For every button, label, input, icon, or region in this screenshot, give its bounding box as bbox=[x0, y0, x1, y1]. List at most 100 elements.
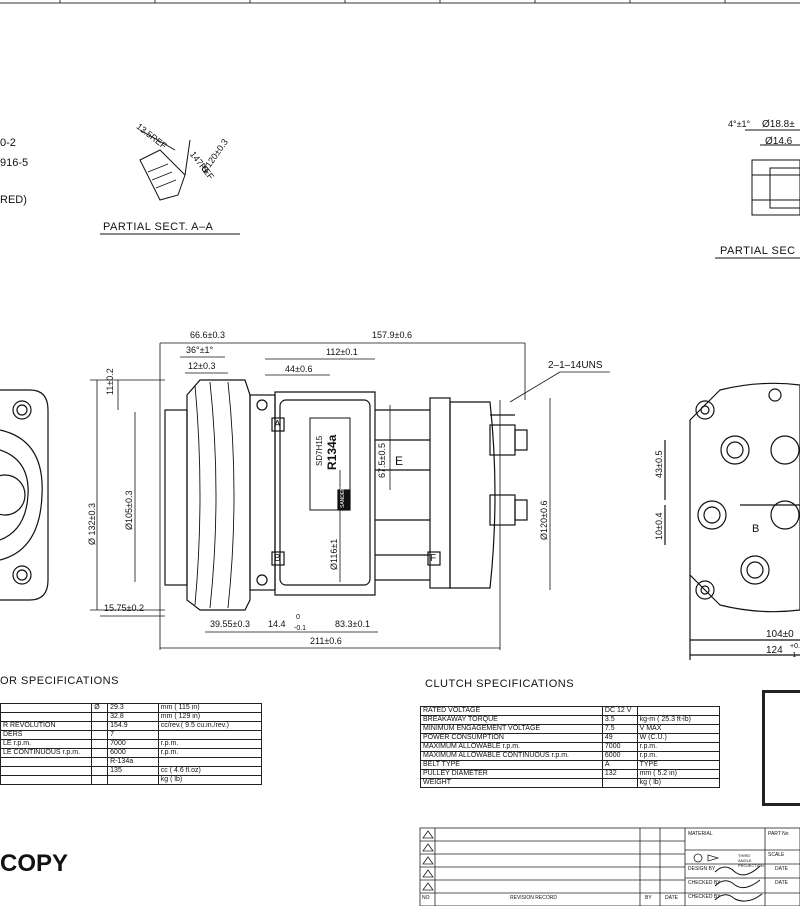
dim-67-5: 67.5±0.5 bbox=[377, 443, 387, 478]
label-refrigerant: R134a bbox=[325, 434, 339, 470]
table-cell: A bbox=[601, 760, 638, 770]
dim-112: 112±0.1 bbox=[326, 347, 358, 357]
left-note-1: 0-2 bbox=[0, 137, 16, 149]
dim-12: 12±0.3 bbox=[188, 361, 216, 371]
table-cell: TYPE bbox=[636, 760, 721, 770]
table-cell: POWER CONSUMPTION bbox=[420, 733, 603, 743]
table-cell bbox=[0, 757, 93, 767]
dim-14-4-upper: 0 bbox=[296, 614, 300, 621]
checked-by-label: CHECKED BY bbox=[688, 880, 721, 886]
table-cell bbox=[91, 775, 109, 785]
dim-10: 10±0.4 bbox=[654, 512, 664, 540]
clutch-specs-title: CLUTCH SPECIFICATIONS bbox=[425, 678, 575, 690]
table-cell: MAXIMUM ALLOWABLE r.p.m. bbox=[420, 742, 603, 752]
table-cell: 7000 bbox=[601, 742, 638, 752]
table-cell: 154.9 bbox=[107, 721, 159, 731]
dim-36deg: 36°±1° bbox=[186, 345, 214, 355]
table-cell: r.p.m. bbox=[636, 751, 721, 761]
table-cell: kg ( lb) bbox=[636, 778, 721, 788]
table-cell: 7 bbox=[107, 730, 159, 740]
table-row: DERS 7 bbox=[0, 730, 263, 740]
dim-104: 104±0 bbox=[766, 629, 794, 640]
table-cell bbox=[0, 712, 93, 722]
dim-dia-14-6: Ø14.6 bbox=[765, 136, 793, 147]
label-model: SD7H15 bbox=[315, 435, 324, 466]
partial-section-right bbox=[715, 129, 800, 259]
dim-124: 124 bbox=[766, 645, 783, 656]
table-cell: 135 bbox=[107, 766, 159, 776]
dim-124-upper: +0. bbox=[790, 643, 800, 650]
table-cell: PULLEY DIAMETER bbox=[420, 769, 603, 779]
table-cell: MAXIMUM ALLOWABLE CONTINUOUS r.p.m. bbox=[420, 751, 603, 761]
table-cell: kg ( lb) bbox=[157, 775, 263, 785]
dim-39-55: 39.55±0.3 bbox=[210, 619, 250, 629]
table-row: R-134a bbox=[0, 757, 263, 767]
compressor-specs-title: OR SPECIFICATIONS bbox=[0, 675, 119, 687]
table-cell bbox=[91, 712, 109, 722]
dim-dia-132: Ø 132±0.3 bbox=[87, 503, 97, 545]
designed-by-label: DESIGN BY bbox=[688, 866, 716, 872]
partial-section-aa-title: PARTIAL SECT. A–A bbox=[103, 221, 214, 233]
dim-66-6: 66.6±0.3 bbox=[190, 330, 225, 340]
dim-83-3: 83.3±0.1 bbox=[335, 619, 370, 629]
signature-marks bbox=[714, 865, 763, 902]
left-note-3: RED) bbox=[0, 194, 27, 206]
table-cell bbox=[91, 730, 109, 740]
table-cell: 32.8 bbox=[107, 712, 159, 722]
table-row: kg ( lb) bbox=[0, 775, 263, 785]
table-cell bbox=[0, 703, 93, 713]
date-label: DATE bbox=[665, 895, 678, 901]
by-label: BY bbox=[645, 895, 652, 901]
table-cell bbox=[157, 730, 263, 740]
table-cell: LE r.p.m. bbox=[0, 739, 93, 749]
part-no-label: PART No bbox=[768, 831, 789, 837]
table-cell: 7.5 bbox=[601, 724, 638, 734]
dim-dia-105: Ø105±0.3 bbox=[124, 490, 134, 530]
table-cell: 29.3 bbox=[107, 703, 159, 713]
table-cell: r.p.m. bbox=[636, 742, 721, 752]
table-cell: 7000 bbox=[107, 739, 159, 749]
dim-211: 211±0.6 bbox=[310, 636, 342, 646]
table-cell bbox=[0, 775, 93, 785]
table-cell: DERS bbox=[0, 730, 93, 740]
left-note-2: 916-5 bbox=[0, 157, 29, 169]
partial-section-right-title: PARTIAL SEC bbox=[720, 245, 796, 257]
table-cell bbox=[91, 766, 109, 776]
table-cell bbox=[91, 721, 109, 731]
table-cell: 49 bbox=[601, 733, 638, 743]
dim-15-75: 15.75±0.2 bbox=[104, 603, 144, 613]
approval-stamp bbox=[762, 690, 800, 806]
partial-section-aa bbox=[100, 129, 240, 235]
label-brand: SANDEN bbox=[340, 487, 346, 508]
dim-124-lower: -1 bbox=[790, 652, 797, 659]
table-cell: 3.5 bbox=[601, 715, 638, 725]
front-view-left bbox=[0, 389, 49, 601]
table-cell: V MAX bbox=[636, 724, 721, 734]
table-cell: cc/rev.( 9.5 cu.in./rev.) bbox=[157, 721, 263, 731]
dim-157-9: 157.9±0.6 bbox=[372, 330, 412, 340]
dim-11: 11±0.2 bbox=[105, 368, 115, 395]
dim-dia-116: Ø116±1 bbox=[329, 538, 339, 570]
dim-dia-18-8: Ø18.8± bbox=[762, 119, 795, 130]
no-label: NO bbox=[422, 895, 430, 901]
dim-44: 44±0.6 bbox=[285, 364, 313, 374]
table-cell: R-134a bbox=[107, 757, 159, 767]
revision-record-label: REVISION RECORD bbox=[510, 895, 557, 901]
date-col-label: DATE bbox=[775, 866, 788, 872]
checked-by-2-label: CHECKED BY bbox=[688, 894, 721, 900]
material-label: MATERIAL bbox=[688, 831, 713, 837]
copy-mark: COPY bbox=[0, 850, 69, 877]
table-cell: 6000 bbox=[107, 748, 159, 758]
